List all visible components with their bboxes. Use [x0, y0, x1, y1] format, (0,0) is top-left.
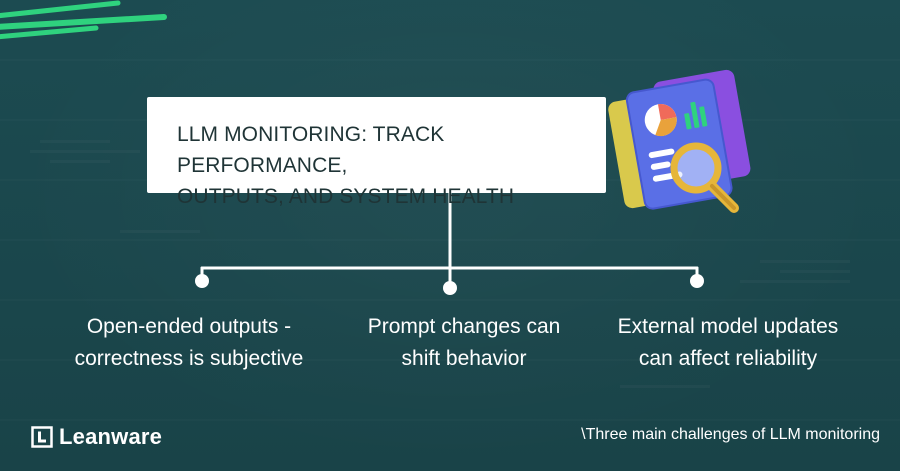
branch-label-external-model-updates: External model updates can affect reliab…: [617, 315, 839, 370]
diagram-title: LLM MONITORING: TRACK PERFORMANCE, OUTPU…: [177, 123, 515, 208]
node-dot-left: [195, 274, 209, 288]
brand-name: Leanware: [59, 424, 163, 449]
title-box: LLM MONITORING: TRACK PERFORMANCE, OUTPU…: [147, 97, 606, 208]
report-magnifier-icon: [608, 69, 751, 213]
footnote-caption: \Three main challenges of LLM monitoring: [581, 426, 880, 443]
node-dot-center: [443, 281, 457, 295]
decorative-brush-strokes: [0, 0, 167, 40]
brand-logo: Leanware: [31, 423, 162, 451]
branch-label-prompt-changes: Prompt changes can shift behavior: [367, 315, 561, 370]
leanware-logo-icon: [31, 426, 53, 448]
branch-label-open-ended-outputs: Open-ended outputs - correctness is subj…: [74, 315, 304, 370]
node-dot-right: [690, 274, 704, 288]
